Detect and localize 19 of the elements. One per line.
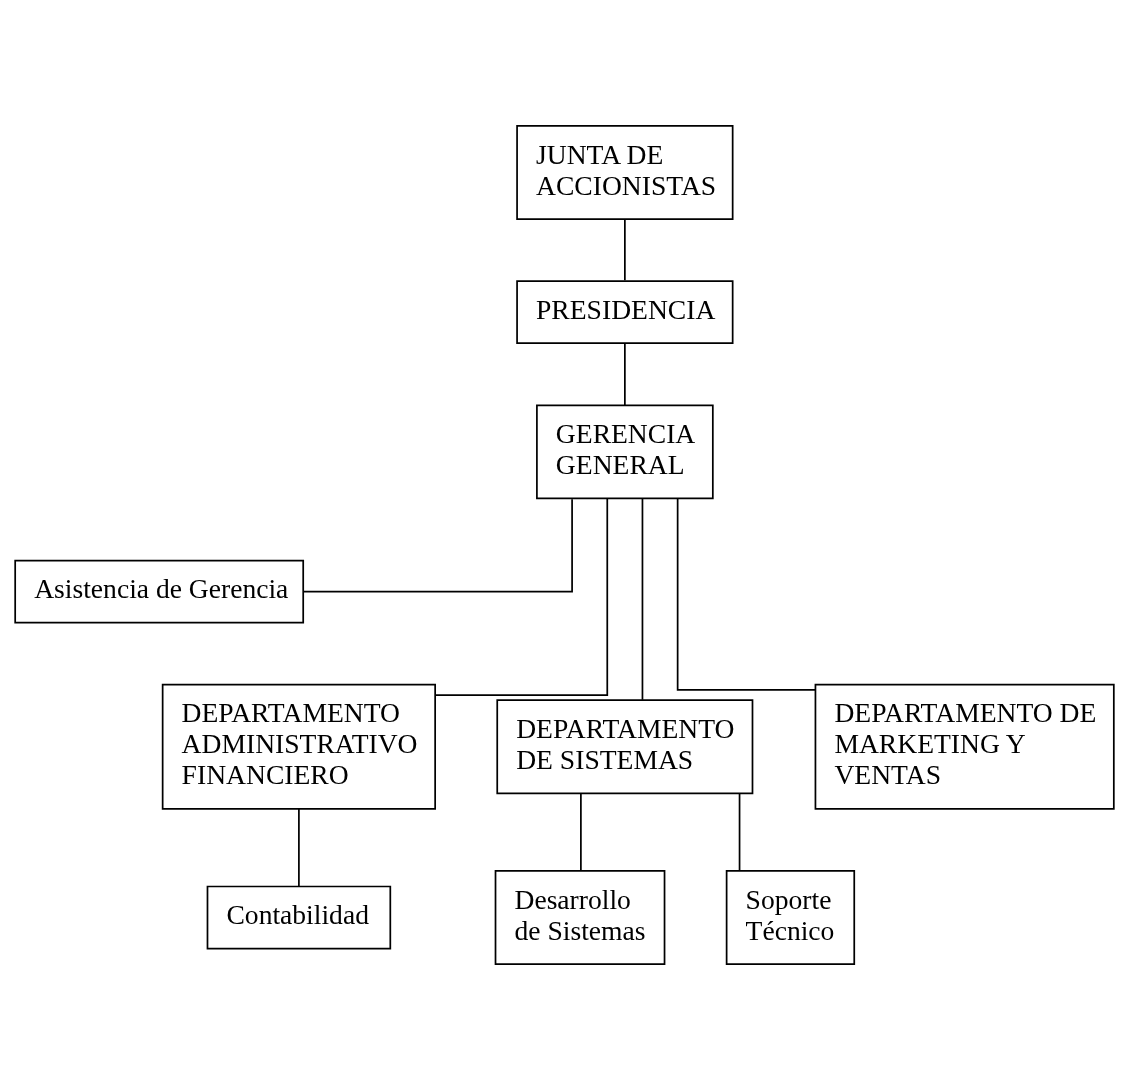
connector [624, 342, 626, 406]
node-box: Contabilidad [206, 885, 392, 949]
connector [434, 497, 609, 696]
node-box: DEPARTAMENTO ADMINISTRATIVO FINANCIERO [161, 683, 436, 810]
connector [738, 792, 741, 872]
node-box: Desarrollo de Sistemas [494, 869, 666, 965]
node-box: Asistencia de Gerencia [14, 559, 305, 623]
node-box: PRESIDENCIA [516, 279, 734, 344]
connector [641, 497, 644, 701]
node-box: Soporte Técnico [725, 869, 856, 965]
node-box: DEPARTAMENTO DE SISTEMAS [496, 698, 754, 794]
connector [676, 497, 817, 691]
connector [624, 218, 626, 281]
connector [302, 497, 573, 592]
connector [298, 807, 300, 887]
connector [580, 792, 582, 872]
node-box: DEPARTAMENTO DE MARKETING Y VENTAS [814, 683, 1115, 810]
node-box: JUNTA DE ACCIONISTAS [516, 124, 734, 220]
node-box: GERENCIA GENERAL [536, 403, 714, 499]
